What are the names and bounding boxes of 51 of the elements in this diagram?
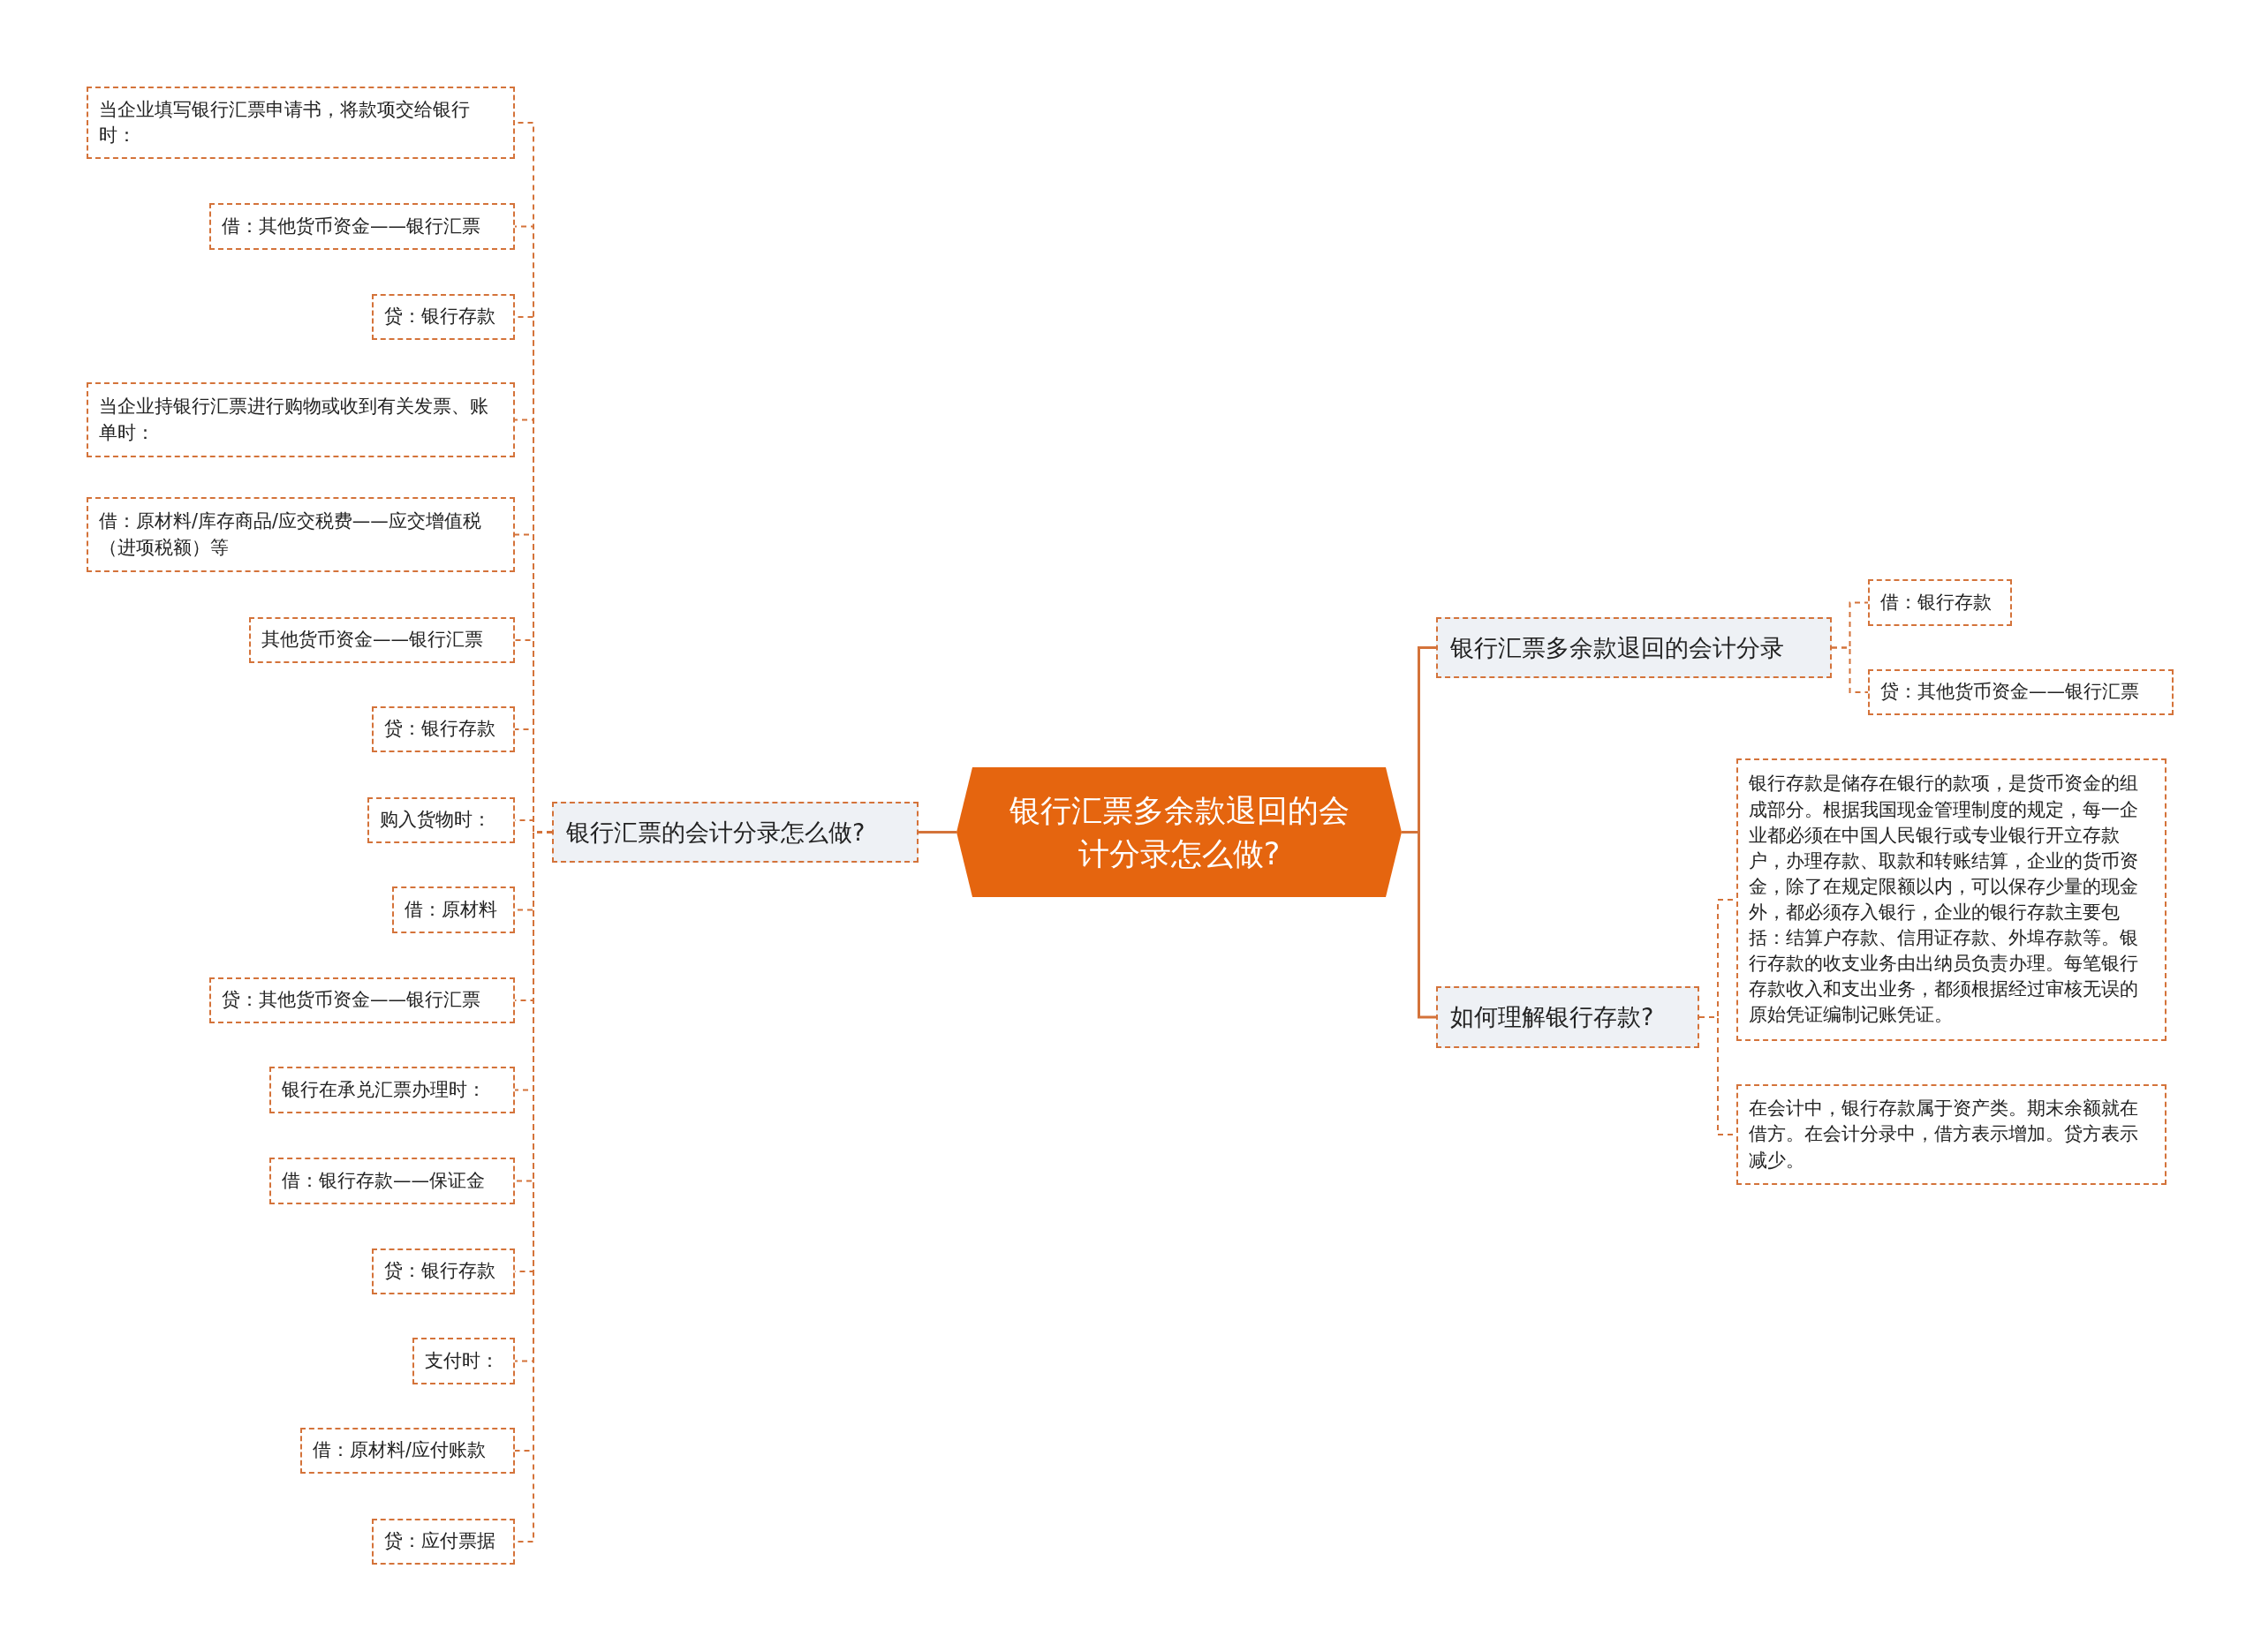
topic-text: 借：原材料/库存商品/应交税费——应交增值税（进项税额）等: [99, 509, 482, 560]
connector-line: [1831, 646, 1869, 693]
topic-text: 在会计中，银行存款属于资产类。期末余额就在借方。在会计分录中，借方表示增加。贷方表示减少。: [1749, 1097, 2139, 1173]
topic-text: 贷：其他货币资金——银行汇票: [1880, 680, 2139, 705]
subtopic-box: [87, 87, 515, 159]
subtopic-box: [209, 977, 515, 1023]
topic-text: 借：其他货币资金——银行汇票: [222, 214, 480, 238]
subtopic-box: [87, 382, 515, 457]
topic-text: 借：原材料: [405, 897, 497, 922]
subtopic-box: [300, 1428, 515, 1474]
subtopic-box: [1868, 579, 2012, 626]
topic-box: [1436, 986, 1699, 1048]
topic-text: 当企业填写银行汇票申请书，将款项交给银行时：: [99, 97, 471, 147]
topic-text: 贷：银行存款: [384, 717, 495, 742]
subtopic-box: [372, 706, 515, 752]
topic-text: 银行在承兑汇票办理时：: [282, 1077, 486, 1102]
topic-box: [552, 802, 919, 863]
topic-text: 贷：应付票据: [384, 1529, 495, 1554]
central-topic-hexagon: [957, 767, 1402, 897]
topic-text: 其他货币资金——银行汇票: [261, 628, 483, 653]
subtopic-box: [209, 203, 515, 250]
subtopic-box: [87, 497, 515, 572]
topic-text: 贷：银行存款: [384, 1259, 495, 1284]
subtopic-box: [392, 886, 515, 933]
subtopic-box: [1736, 758, 2166, 1041]
topic-box: [1436, 617, 1832, 678]
topic-text: 贷：银行存款: [384, 305, 495, 329]
topic-text: 贷：其他货币资金——银行汇票: [222, 988, 480, 1013]
subtopic-box: [1868, 669, 2174, 715]
subtopic-box: [269, 1067, 515, 1113]
subtopic-box: [372, 1248, 515, 1294]
subtopic-box: [412, 1338, 515, 1384]
subtopic-box: [249, 617, 515, 663]
topic-text: 银行汇票多余款退回的会计分录: [1450, 632, 1784, 663]
subtopic-box: [1736, 1084, 2166, 1185]
subtopic-box: [372, 294, 515, 340]
topic-text: 银行存款是储存在银行的款项，是货币资金的组成部分。根据我国现金管理制度的规定，每一企业都必须在中国人民银行或专业银行开立存款户，办理存款、取款和转账结算，企业的货币资金，除了在规定限额以内，可以保存少量的现金外，都必须存入银行，企业的银行存款主要包括：结算户存款、信用证存款、外埠存款等。银行存款的收支业务由出纳员负责办理。每笔银行存款收入和支出业务，都须根据经过审核无误的原始凭证编制记账凭证。: [1749, 772, 2139, 1028]
topic-text: 如何理解银行存款?: [1450, 1002, 1654, 1033]
subtopic-box: [367, 797, 515, 843]
topic-text: 购入货物时：: [380, 808, 491, 833]
topic-text: 借：银行存款——保证金: [282, 1168, 485, 1193]
subtopic-box: [269, 1158, 515, 1204]
topic-text: 银行汇票的会计分录怎么做?: [566, 817, 866, 848]
subtopic-box: [372, 1519, 515, 1565]
connector-line: [1402, 831, 1436, 1019]
topic-text: 当企业持银行汇票进行购物或收到有关发票、账单时：: [99, 395, 489, 445]
topic-text: 银行汇票多余款退回的会计分录怎么做?: [1008, 791, 1350, 873]
topic-text: 借：原材料/应付账款: [313, 1438, 486, 1463]
topic-text: 借：银行存款: [1880, 590, 1992, 615]
topic-text: 支付时：: [425, 1348, 499, 1373]
connector-line: [919, 831, 957, 834]
